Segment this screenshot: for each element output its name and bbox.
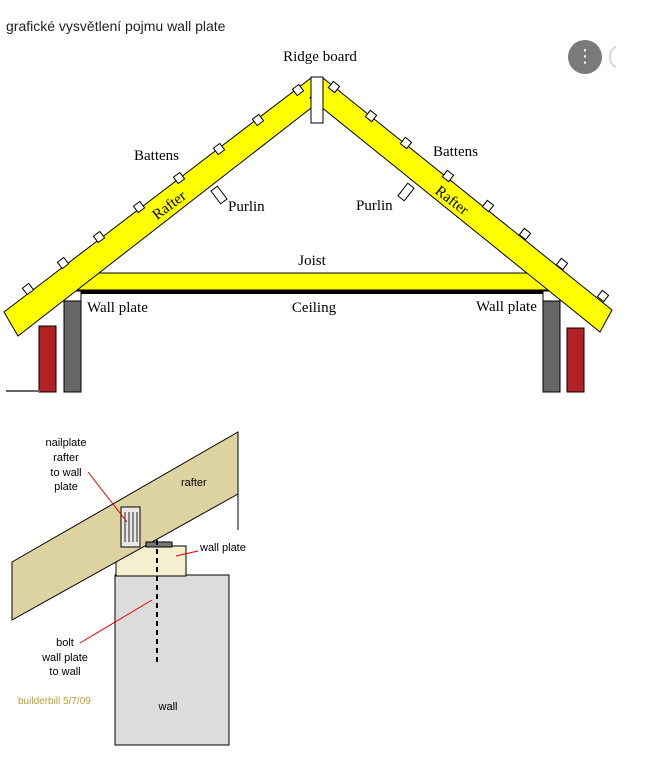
leader-wall-plate (175, 550, 199, 557)
detail-nailplate (120, 506, 141, 548)
label-nailplate-line2: rafter (53, 452, 79, 464)
label-bolt-line2: wall plate (41, 652, 88, 664)
label-bolt-line1: bolt (56, 637, 74, 649)
label-nailplate-line1: nailplate (46, 437, 87, 449)
more-vertical-icon: ⋮ (576, 46, 594, 67)
detail-bolt-washer (145, 541, 173, 548)
purlin-right (397, 182, 415, 202)
label-purlin-left: Purlin (228, 199, 265, 215)
label-wall-detail: wall (158, 701, 178, 713)
more-options-button[interactable]: ⋮ (568, 40, 602, 74)
nailplate-holes (124, 512, 138, 542)
label-rafter-detail: rafter (181, 477, 207, 489)
label-bolt-line3: to wall (49, 666, 80, 678)
label-battens-left: Battens (134, 148, 179, 164)
purlin-left (210, 185, 228, 205)
leader-nailplate (87, 471, 128, 523)
image-caption: grafické vysvětlení pojmu wall plate (6, 18, 226, 34)
label-wall-plate-detail: wall plate (199, 542, 246, 554)
detail-wall (114, 574, 230, 746)
label-joist: Joist (298, 253, 326, 269)
battens-right (327, 80, 610, 303)
label-purlin-right: Purlin (356, 198, 393, 214)
label-ceiling: Ceiling (292, 300, 337, 316)
leader-bolt (79, 599, 153, 644)
label-nailplate-line3: to wall (50, 467, 81, 479)
label-wall-plate-left: Wall plate (87, 300, 148, 316)
battens-left (21, 83, 305, 296)
detail-diagram: nailplate rafter to wall plate rafter wa… (11, 431, 246, 746)
inner-wall-left (63, 299, 82, 393)
ridge-board (310, 76, 324, 124)
brick-wall-left (38, 325, 57, 393)
ceiling (80, 290, 546, 294)
label-wall-plate-right: Wall plate (476, 299, 537, 315)
label-nailplate-line4: plate (54, 481, 78, 493)
inner-wall-right (542, 299, 561, 393)
label-ridge-board: Ridge board (283, 49, 357, 65)
brick-wall-right (566, 327, 585, 393)
joist (71, 272, 553, 291)
label-battens-right: Battens (433, 144, 478, 160)
label-credit: builderbill 5/7/09 (18, 696, 91, 707)
roof-diagram: Ridge board Battens Battens Rafter Rafte… (3, 49, 613, 393)
